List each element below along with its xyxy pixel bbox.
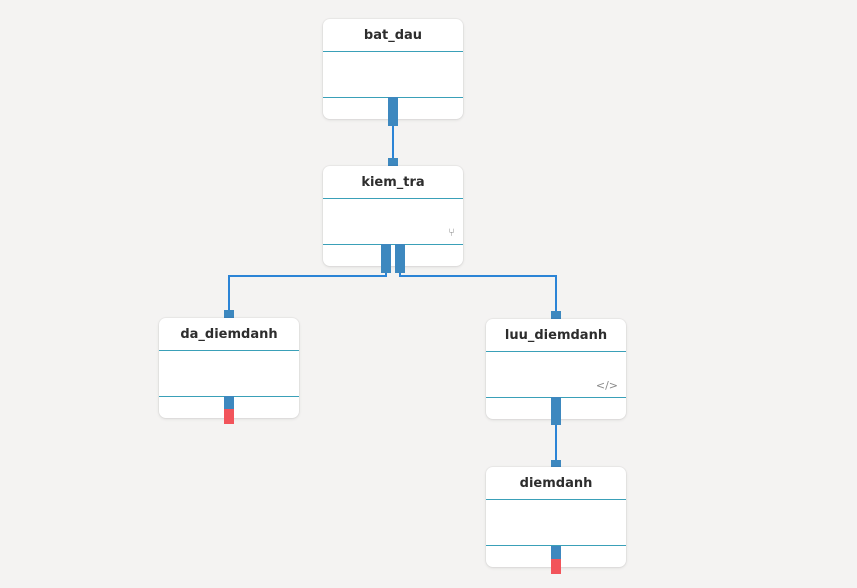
input-port-luu_diemdanh[interactable] <box>551 311 561 325</box>
edge-kiem_tra-da_diemdanh <box>228 273 387 310</box>
node-divider <box>486 545 626 546</box>
end-marker-da_diemdanh <box>224 409 234 424</box>
edge-kiem_tra-luu_diemdanh <box>399 273 557 311</box>
end-marker-diemdanh <box>551 559 561 574</box>
output-port-kiem_tra-right[interactable] <box>395 244 405 273</box>
output-port-kiem_tra-left[interactable] <box>381 244 391 273</box>
output-port-da_diemdanh[interactable] <box>224 396 234 409</box>
node-divider <box>323 244 463 245</box>
node-title: bat_dau <box>323 19 463 52</box>
node-title: da_diemdanh <box>159 318 299 351</box>
output-port-bat_dau[interactable] <box>388 97 398 126</box>
node-kiem_tra[interactable]: kiem_tra ⑂ <box>323 166 463 266</box>
node-title: diemdanh <box>486 467 626 500</box>
output-port-luu_diemdanh[interactable] <box>551 397 561 425</box>
code-icon: </> <box>595 379 618 392</box>
output-port-diemdanh[interactable] <box>551 546 561 559</box>
branch-icon: ⑂ <box>448 226 455 239</box>
input-port-kiem_tra[interactable] <box>388 158 398 172</box>
node-title: luu_diemdanh <box>486 319 626 352</box>
input-port-da_diemdanh[interactable] <box>224 310 234 324</box>
node-title: kiem_tra <box>323 166 463 199</box>
